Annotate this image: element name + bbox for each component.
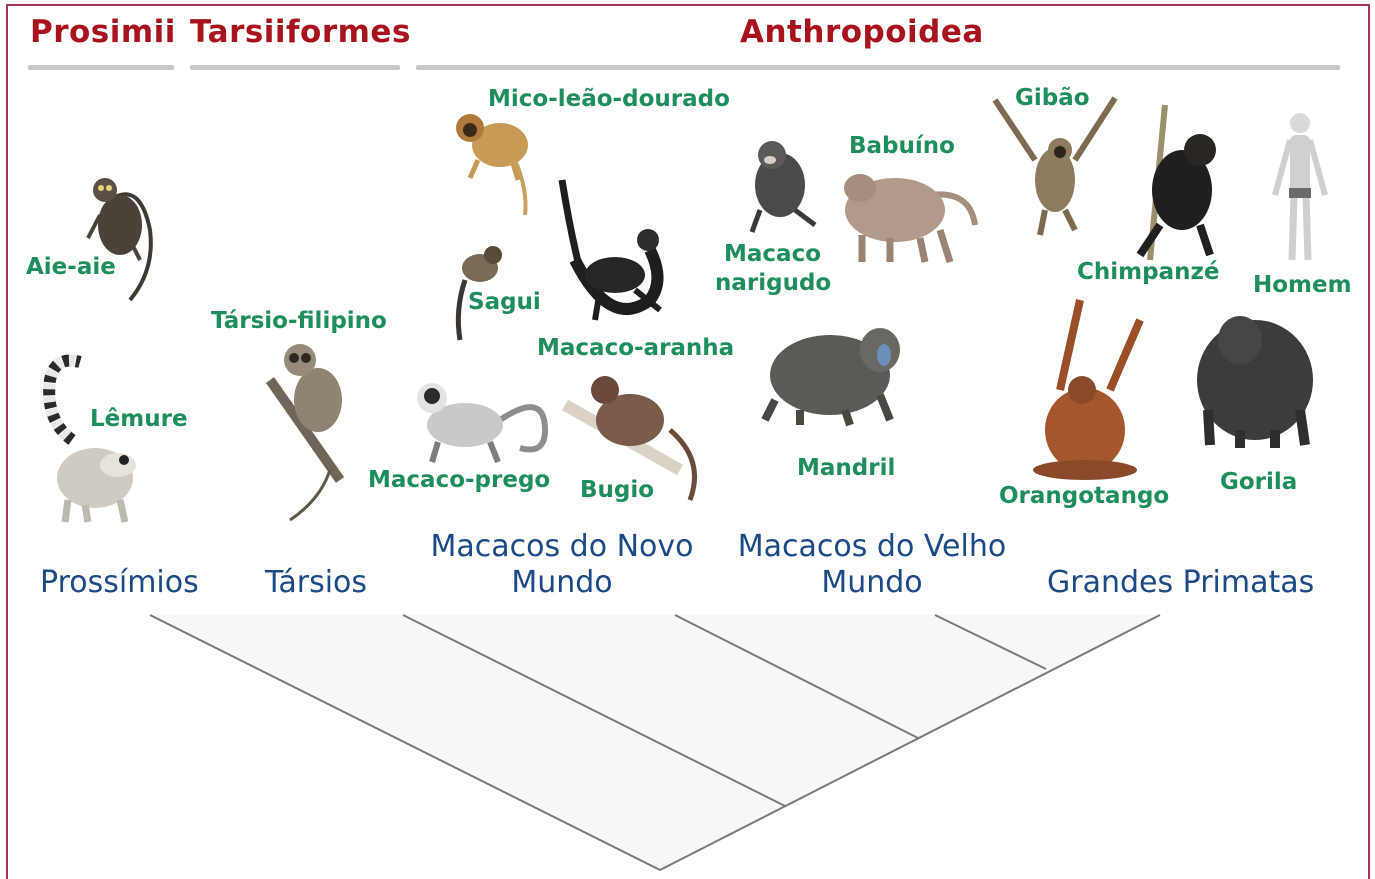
cladogram-background [150, 615, 1160, 870]
